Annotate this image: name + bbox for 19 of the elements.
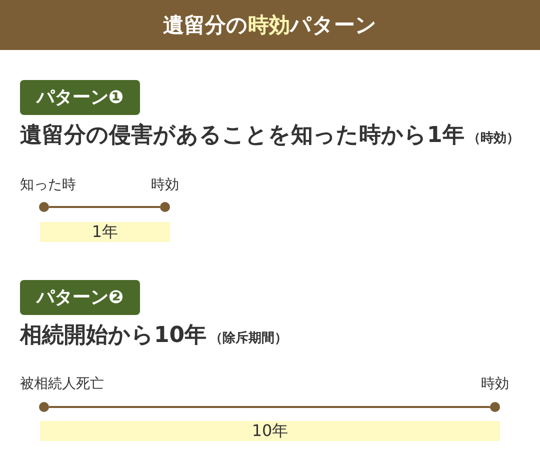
duration-bar: 10年 xyxy=(40,421,500,441)
pattern-badge: パターン❷ xyxy=(20,280,140,315)
heading-note: （除斥期間） xyxy=(210,331,288,347)
timeline-dot xyxy=(39,402,49,412)
pattern-heading: 相続開始から10年 xyxy=(20,322,207,350)
duration-bar: 1年 xyxy=(40,222,170,242)
pattern-heading: 遺留分の侵害があることを知った時から1年 xyxy=(20,122,464,150)
timeline-dot xyxy=(160,202,170,212)
timeline-dot xyxy=(39,202,49,212)
pattern-badge: パターン❶ xyxy=(20,80,140,115)
timeline-line xyxy=(49,406,490,408)
timeline-label: 知った時 xyxy=(20,176,76,194)
title-banner: 遺留分の時効パターン xyxy=(0,0,540,50)
timeline-label: 被相続人死亡 xyxy=(20,375,104,393)
timeline-label: 時効 xyxy=(151,176,179,194)
timeline-line xyxy=(49,206,160,208)
timeline-dot xyxy=(490,402,500,412)
heading-note: （時効） xyxy=(467,131,520,147)
timeline-label: 時効 xyxy=(481,375,509,393)
